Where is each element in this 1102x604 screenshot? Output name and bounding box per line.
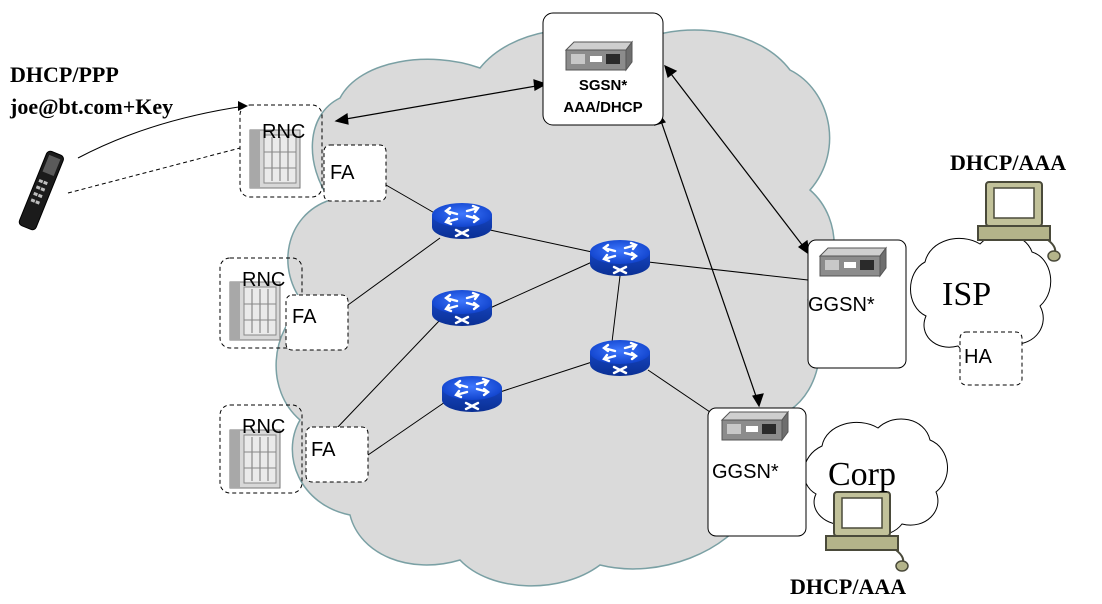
- router-icon: [588, 238, 652, 278]
- isp-label: ISP: [942, 276, 992, 313]
- network-links: [334, 184, 809, 456]
- fa-box-2: [285, 294, 349, 351]
- dhcp-aaa-label-bottom: DHCP/AAA: [790, 574, 907, 599]
- rnc-box-1: [239, 104, 323, 198]
- dhcp-aaa-label-top: DHCP/AAA: [950, 150, 1067, 175]
- router-icon: [430, 201, 494, 241]
- fa-label: FA: [311, 439, 336, 461]
- phone-signal-line: [77, 105, 246, 159]
- sgsn-server-icon: [565, 41, 633, 71]
- corp-label: Corp: [828, 456, 896, 493]
- user-credential-label: joe@bt.com+Key: [10, 94, 174, 119]
- fa-label: FA: [292, 306, 317, 328]
- ha-label: HA: [964, 346, 992, 368]
- fa-box-3: [305, 426, 369, 483]
- fa-box-1: [323, 144, 387, 202]
- router-icon: [588, 338, 652, 378]
- fa-label: FA: [330, 162, 355, 184]
- ha-box: [959, 331, 1023, 386]
- dhcp-ppp-label: DHCP/PPP: [10, 62, 119, 87]
- sgsn-label: SGSN*: [578, 77, 628, 94]
- rnc-label: RNC: [242, 416, 286, 438]
- router-icon: [440, 374, 504, 414]
- phone-dashed-line: [67, 147, 241, 194]
- aaa-dhcp-label: AAA/DHCP: [563, 99, 643, 116]
- rnc-label: RNC: [242, 269, 286, 291]
- ggsn-label: GGSN*: [712, 461, 779, 483]
- rnc-box-3: [219, 404, 303, 494]
- mobile-phone-icon: [18, 150, 64, 231]
- rnc-label: RNC: [262, 121, 306, 143]
- ggsn-server-icon: [721, 411, 789, 441]
- ggsn-server-icon: [819, 247, 887, 277]
- ggsn-label: GGSN*: [808, 294, 875, 316]
- router-icon: [430, 288, 494, 328]
- rnc-rack-icon: [229, 429, 281, 489]
